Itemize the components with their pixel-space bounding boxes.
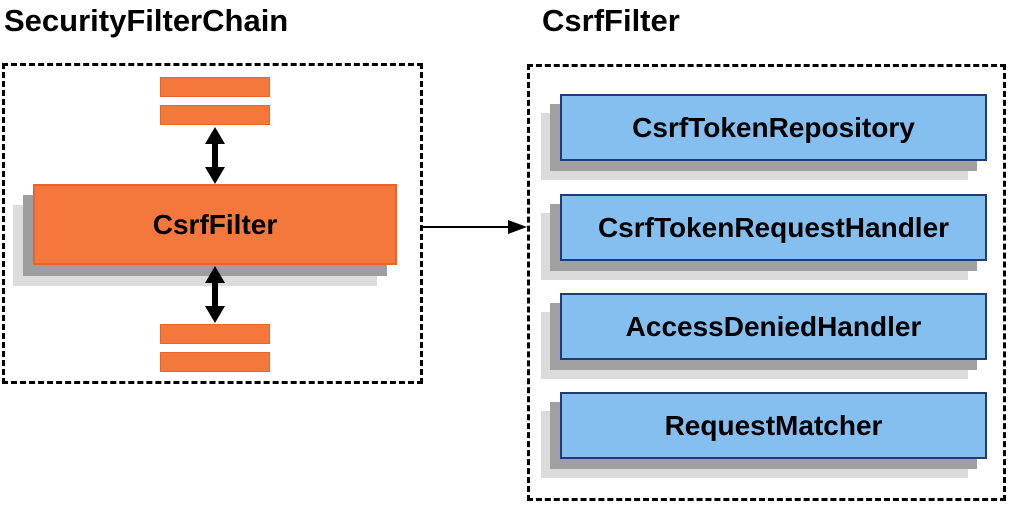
csrf-filter-node: CsrfFilter [33, 184, 397, 265]
csrf-filter-title: CsrfFilter [542, 3, 680, 38]
component-label: AccessDeniedHandler [625, 310, 922, 342]
csrf-filter-node-label: CsrfFilter [152, 208, 278, 240]
component-box-access-denied-handler: AccessDeniedHandler [560, 293, 987, 360]
right-arrow-icon [423, 220, 527, 234]
security-filter-chain-title: SecurityFilterChain [4, 3, 289, 38]
filter-placeholder-bar [160, 105, 270, 125]
component-label: CsrfTokenRepository [632, 111, 915, 143]
filter-placeholder-bar [160, 352, 270, 372]
security-filter-chain-container [2, 63, 423, 384]
double-arrow-icon [205, 266, 225, 323]
double-arrow-icon [205, 127, 225, 184]
component-label: RequestMatcher [664, 409, 883, 441]
component-label: CsrfTokenRequestHandler [597, 211, 950, 243]
filter-placeholder-bar [160, 77, 270, 97]
csrf-filter-container [527, 64, 1006, 501]
component-box-csrf-token-repository: CsrfTokenRepository [560, 94, 987, 161]
component-box-csrf-token-request-handler: CsrfTokenRequestHandler [560, 194, 987, 261]
component-box-request-matcher: RequestMatcher [560, 392, 987, 459]
filter-placeholder-bar [160, 324, 270, 344]
